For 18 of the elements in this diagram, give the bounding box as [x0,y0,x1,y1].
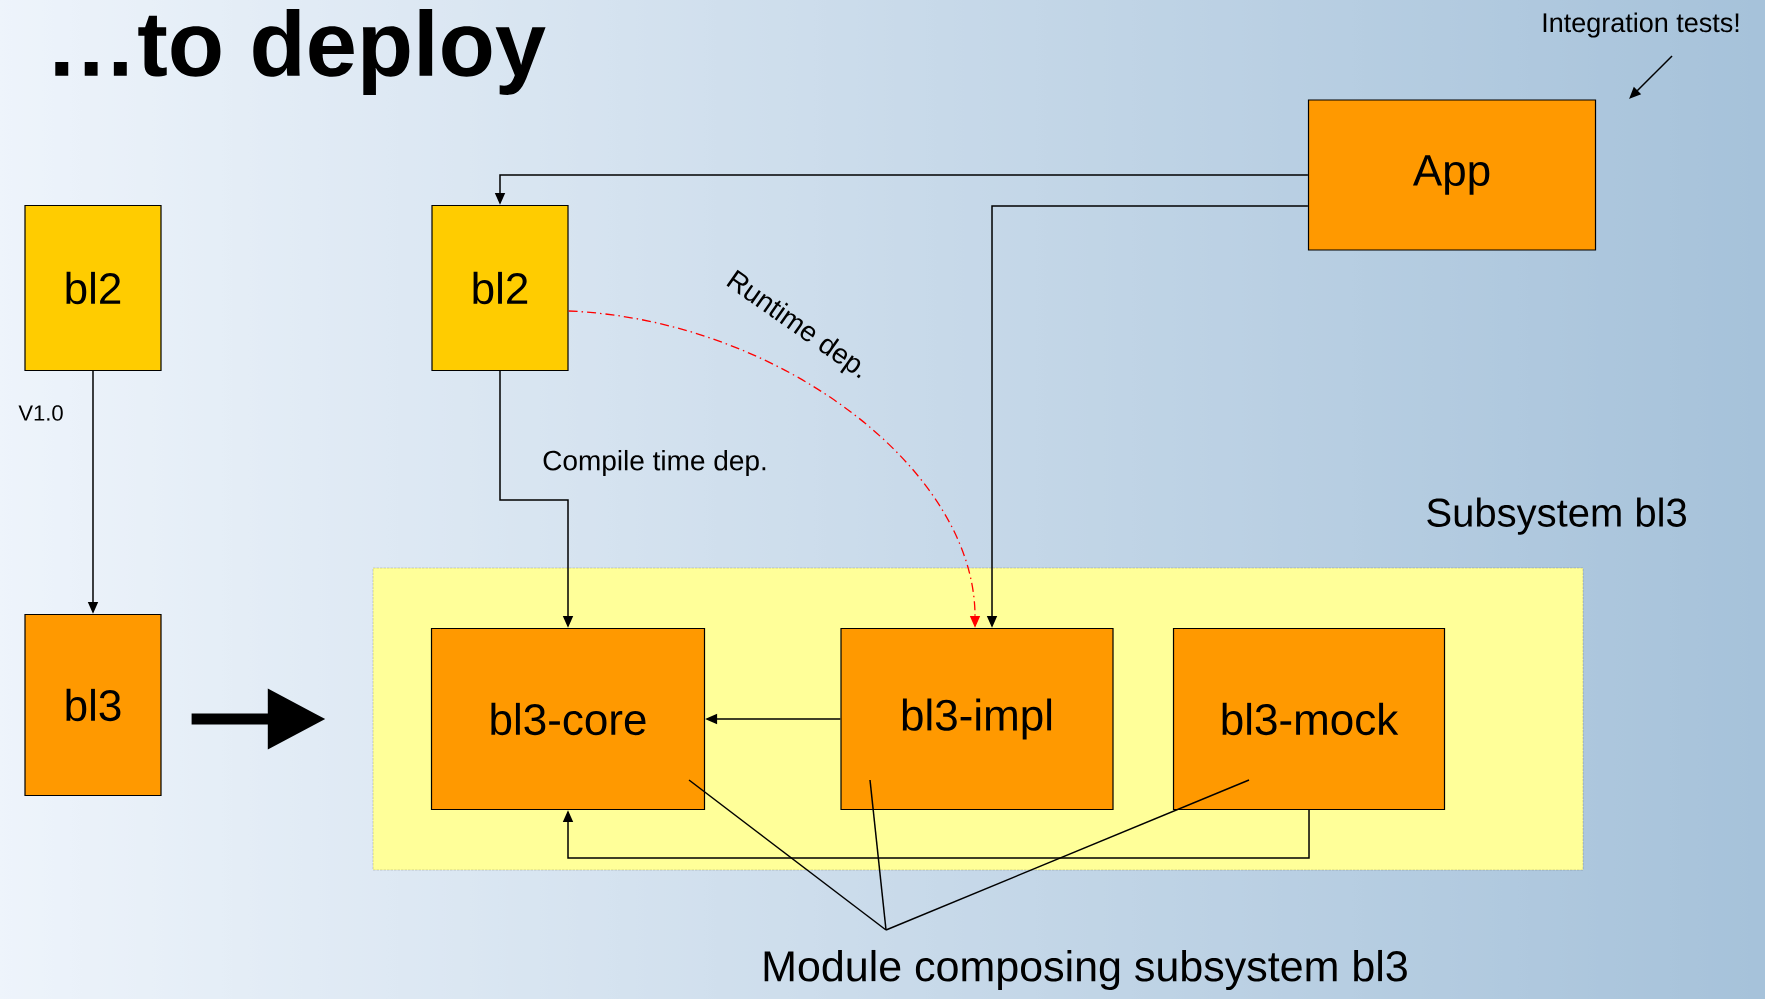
module-box: App [1307,99,1597,251]
subsystem-heading: Subsystem bl3 [1427,497,1686,535]
module-box: bl3 [24,613,162,797]
arrow [562,809,1310,859]
module-box: bl3-impl [840,627,1114,811]
callout-text: Integration tests! [1543,12,1739,38]
module-box: bl2 [24,204,162,372]
arrow [1629,55,1673,99]
leader-line [885,779,1250,931]
leader-line [869,779,887,931]
title: …to deploy [55,9,546,95]
leader-line [688,779,887,931]
caption-text: Module composing subsystem bl3 [764,949,1407,991]
module-box: bl3-core [430,627,706,811]
module-box: bl2 [431,204,569,372]
edge-label: V1.0 [18,405,63,421]
edge-label: Compile time dep. [543,449,766,477]
module-box: bl3-mock [1172,627,1446,811]
